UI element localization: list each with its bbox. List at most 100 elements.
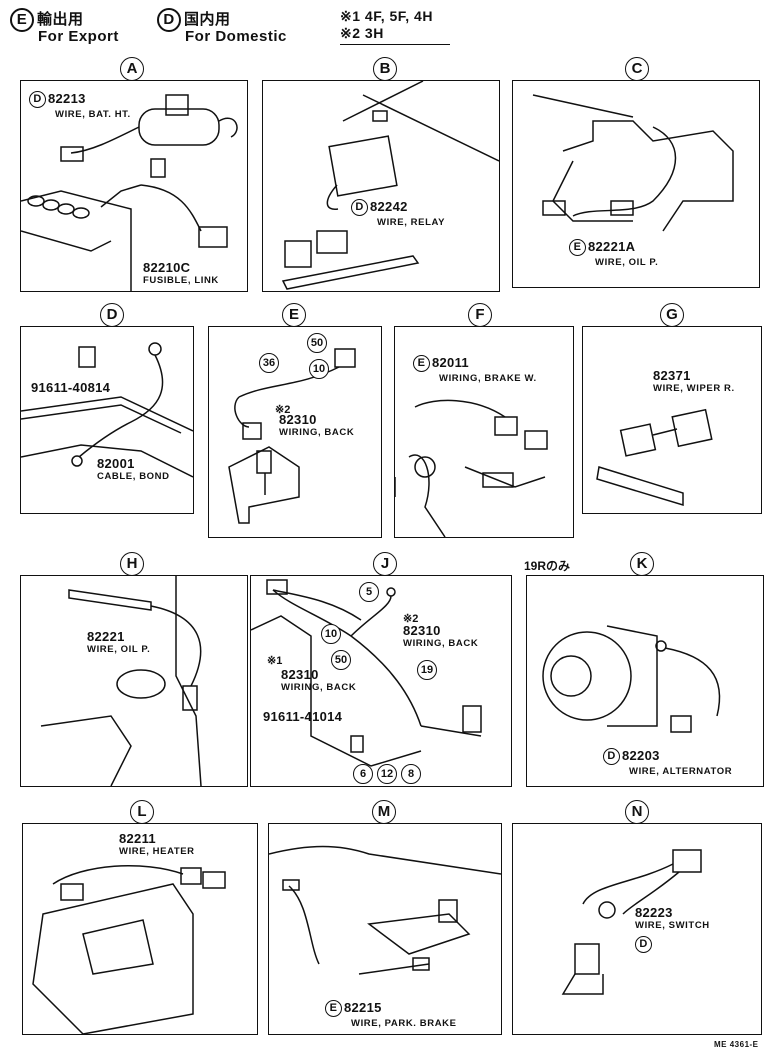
part-82221: 82221 WIRE, OIL P.: [87, 630, 150, 656]
part-number: 82242: [370, 198, 408, 214]
domestic-en: For Domestic: [185, 28, 287, 46]
drawing-n: [561, 849, 702, 995]
drawing-j: [251, 579, 482, 767]
export-en: For Export: [38, 28, 119, 46]
part-number: 82203: [622, 747, 660, 763]
drawing-h: [40, 576, 202, 786]
panel-e: 36 50 10 ※2 82310 WIRING, BACK: [208, 326, 382, 538]
export-jp: 輸出用: [37, 11, 84, 28]
drawing-m: [269, 845, 501, 975]
ref-8: 8: [401, 764, 421, 784]
ref-36: 36: [259, 353, 279, 373]
section-n-code: D: [635, 936, 654, 953]
part-82211: 82211 WIRE, HEATER: [119, 832, 195, 858]
drawing-f: [395, 399, 548, 537]
section-letter-j: J: [373, 552, 397, 576]
part-name: WIRE, OIL P.: [595, 257, 659, 268]
part-name: CABLE, BOND: [97, 471, 170, 482]
ref-5: 5: [359, 582, 379, 602]
note-1: ※1 4F, 5F, 4H: [340, 8, 433, 24]
part-name: WIRING, BACK: [279, 427, 355, 438]
part-number: 82211: [119, 831, 156, 846]
part-name: WIRE, PARK. BRAKE: [351, 1018, 457, 1029]
part-number: 82210C: [143, 260, 191, 275]
drawing-l: [32, 864, 226, 1034]
export-code-badge: E: [10, 8, 34, 33]
part-name: WIRE, ALTERNATOR: [629, 766, 733, 777]
part-82210c: 82210C FUSIBLE, LINK: [143, 261, 219, 287]
part-82310-a: 82310 WIRING, BACK: [403, 624, 478, 650]
code-badge: D: [351, 199, 368, 216]
part-number: 82223: [635, 905, 673, 920]
code-badge: D: [29, 91, 46, 108]
part-82223: 82223 WIRE, SWITCH: [635, 906, 710, 932]
ref-10: 10: [321, 624, 341, 644]
part-number: 91611-40814: [31, 380, 111, 395]
part-number: 82371: [653, 368, 691, 383]
part-name: WIRE, OIL P.: [87, 644, 151, 655]
note-2: ※2 3H: [340, 25, 450, 45]
part-number: 91611-41014: [263, 709, 343, 724]
part-name: WIRE, BAT. HT.: [55, 109, 131, 120]
section-letter-l: L: [130, 800, 154, 824]
part-name: FUSIBLE, LINK: [143, 275, 219, 286]
section-letter-e: E: [282, 303, 306, 327]
part-number: 82001: [97, 456, 135, 471]
code-badge: D: [603, 748, 620, 765]
section-letter-g: G: [660, 303, 684, 327]
section-k-caption: 19Rのみ: [524, 559, 571, 573]
part-number: 82221: [87, 629, 125, 644]
domestic-jp: 国内用: [184, 11, 231, 28]
drawing-b: [281, 81, 499, 290]
part-name: WIRE, RELAY: [377, 217, 446, 228]
ref-10: 10: [309, 359, 329, 379]
drawing-d: [21, 342, 193, 478]
part-91611-41014: 91611-41014: [263, 710, 342, 723]
part-82310: 82310 WIRING, BACK: [279, 413, 354, 439]
section-letter-a: A: [120, 57, 144, 81]
panel-d: 91611-40814 82001 CABLE, BOND: [20, 326, 194, 514]
section-letter-c: C: [625, 57, 649, 81]
part-number: 82213: [48, 90, 86, 106]
ref-19: 19: [417, 660, 437, 680]
section-letter-f: F: [468, 303, 492, 327]
part-number: 82215: [344, 999, 382, 1015]
footer-code: ME 4361-E: [714, 1040, 759, 1049]
drawing-a: [21, 94, 238, 291]
ref-12: 12: [377, 764, 397, 784]
section-letter-b: B: [373, 57, 397, 81]
panel-h: 82221 WIRE, OIL P.: [20, 575, 248, 787]
section-letter-k: K: [630, 552, 654, 576]
section-letter-d: D: [100, 303, 124, 327]
ref-50: 50: [331, 650, 351, 670]
part-82371: 82371 WIRE, WIPER R.: [653, 369, 735, 395]
note-1-marker: ※1: [267, 655, 283, 667]
ref-50: 50: [307, 333, 327, 353]
part-number: 82310: [403, 623, 441, 638]
part-number: 82310: [281, 667, 319, 682]
note-2-marker: ※2: [403, 613, 419, 625]
part-91611-40814: 91611-40814: [31, 381, 110, 394]
domestic-code-badge: D: [157, 8, 181, 33]
panel-g: 82371 WIRE, WIPER R.: [582, 326, 762, 514]
part-82001: 82001 CABLE, BOND: [97, 457, 170, 483]
code-badge: E: [569, 239, 586, 256]
section-letter-h: H: [120, 552, 144, 576]
part-name: WIRE, SWITCH: [635, 920, 710, 931]
part-82310-b: 82310 WIRING, BACK: [281, 668, 356, 694]
section-letter-n: N: [625, 800, 649, 824]
legend-notes: ※1 4F, 5F, 4H ※2 3H: [340, 8, 450, 45]
part-name: WIRE, WIPER R.: [653, 383, 735, 394]
code-badge: E: [413, 355, 430, 372]
